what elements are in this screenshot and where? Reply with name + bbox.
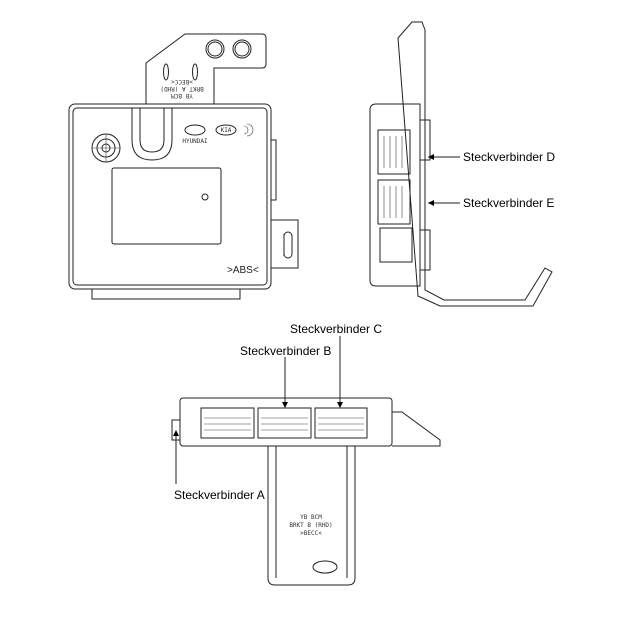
bracket-a — [145, 33, 267, 104]
front-housing — [179, 397, 393, 447]
label-connector-b: Steckverbinder B — [240, 344, 331, 358]
bracket-side — [397, 21, 553, 307]
module-side-view: Steckverbinder D Steckverbinder E — [369, 21, 555, 307]
side-housing — [369, 103, 421, 287]
connector-a-body — [200, 407, 255, 439]
module-top-view: YB BCM BRKT A (RHD) >BECC< HYUNDAI KIA >… — [68, 33, 299, 300]
connector-e-body — [377, 179, 411, 225]
connector-b-body — [257, 407, 312, 439]
bracket-b-marking-3: >BECC< — [300, 530, 322, 537]
label-connector-a: Steckverbinder A — [174, 488, 265, 502]
hyundai-logo — [184, 124, 206, 136]
bracket-b-marking-2: BRKT B (RHD) — [289, 522, 332, 529]
label-connector-e: Steckverbinder E — [463, 196, 554, 210]
hyundai-text: HYUNDAI — [182, 138, 208, 145]
module-housing — [68, 103, 272, 290]
connector-d-body — [377, 129, 411, 175]
bracket-a-marking-1: YB BCM — [171, 92, 193, 99]
kia-logo — [215, 124, 237, 136]
label-area — [111, 167, 222, 245]
kia-text: KIA — [221, 127, 232, 134]
wireless-icon — [243, 123, 254, 137]
bracket-a-marking-2: BRKT A (RHD) — [160, 85, 203, 92]
connector-c-body — [314, 407, 368, 439]
label-connector-c: Steckverbinder C — [290, 322, 382, 336]
bracket-b — [267, 446, 356, 586]
bracket-b-marking-1: YB BCM — [300, 514, 322, 521]
label-connector-d: Steckverbinder D — [463, 150, 555, 164]
bracket-a-marking-3: >BECC< — [171, 78, 193, 85]
module-front-view: YB BCM BRKT B (RHD) >BECC< Steckverbinde… — [171, 322, 441, 586]
body-code: >ABS< — [227, 265, 259, 276]
